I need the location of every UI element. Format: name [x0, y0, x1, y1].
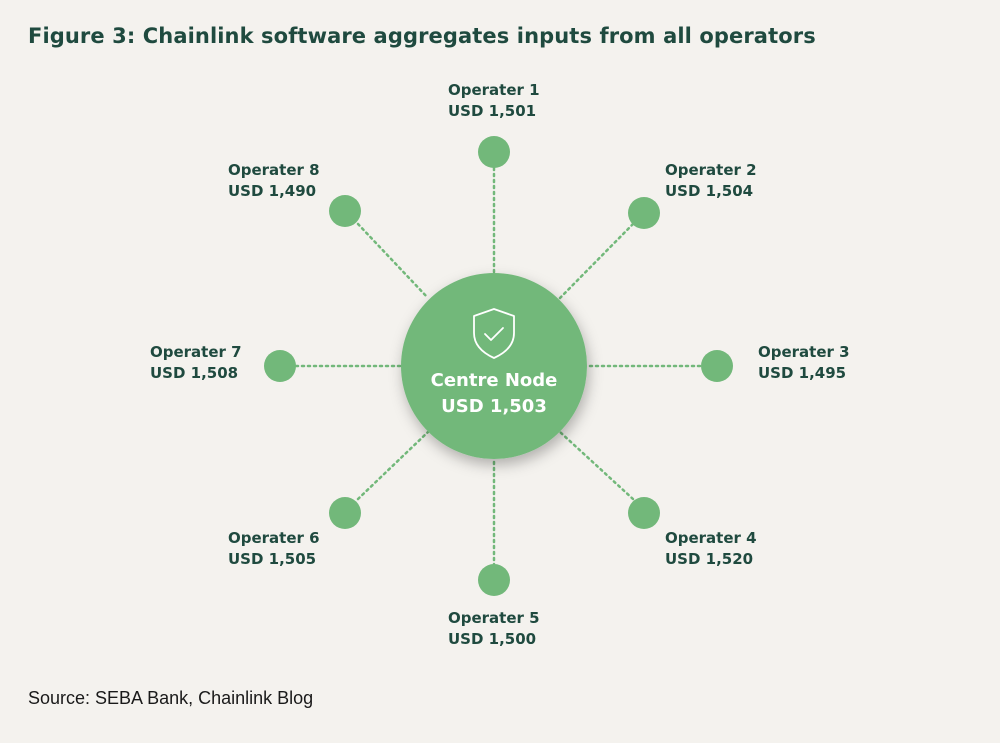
- operator-3-value: USD 1,495: [758, 364, 847, 382]
- operator-3-label: Operater 3 USD 1,495: [758, 342, 850, 384]
- operator-2-name: Operater 2: [665, 161, 757, 179]
- operator-8-label: Operater 8 USD 1,490: [228, 160, 320, 202]
- figure-title: Figure 3: Chainlink software aggregates …: [28, 24, 816, 48]
- connector-operator-6: [356, 430, 430, 501]
- connector-operator-4: [558, 430, 635, 501]
- node-operator-4: [628, 497, 660, 529]
- node-operator-1: [478, 136, 510, 168]
- operator-7-value: USD 1,508: [150, 364, 239, 382]
- operator-5-name: Operater 5: [448, 609, 540, 627]
- operator-1-label: Operater 1 USD 1,501: [448, 80, 540, 122]
- operator-4-name: Operater 4: [665, 529, 757, 547]
- operator-5-label: Operater 5 USD 1,500: [448, 608, 540, 650]
- node-operator-2: [628, 197, 660, 229]
- operator-2-label: Operater 2 USD 1,504: [665, 160, 757, 202]
- node-operator-7: [264, 350, 296, 382]
- operator-6-value: USD 1,505: [228, 550, 317, 568]
- shield-check-icon: [473, 308, 515, 359]
- node-operator-8: [329, 195, 361, 227]
- operator-4-label: Operater 4 USD 1,520: [665, 528, 757, 570]
- connector-operator-2: [558, 222, 635, 300]
- operator-8-name: Operater 8: [228, 161, 320, 179]
- centre-node: [401, 273, 587, 459]
- operator-8-value: USD 1,490: [228, 182, 317, 200]
- source-note: Source: SEBA Bank, Chainlink Blog: [28, 688, 314, 708]
- operator-1-value: USD 1,501: [448, 102, 537, 120]
- operator-4-value: USD 1,520: [665, 550, 754, 568]
- operator-6-label: Operater 6 USD 1,505: [228, 528, 320, 570]
- centre-node-name: Centre Node: [430, 370, 558, 391]
- operator-7-name: Operater 7: [150, 343, 242, 361]
- node-operator-5: [478, 564, 510, 596]
- operator-3-name: Operater 3: [758, 343, 850, 361]
- operator-6-name: Operater 6: [228, 529, 320, 547]
- connector-operator-8: [356, 222, 430, 300]
- operator-2-value: USD 1,504: [665, 182, 754, 200]
- node-operator-6: [329, 497, 361, 529]
- operator-5-value: USD 1,500: [448, 630, 537, 648]
- centre-node-label: Centre Node USD 1,503: [402, 368, 586, 420]
- centre-node-value: USD 1,503: [441, 396, 547, 417]
- operator-7-label: Operater 7 USD 1,508: [150, 342, 242, 384]
- operator-1-name: Operater 1: [448, 81, 540, 99]
- node-operator-3: [701, 350, 733, 382]
